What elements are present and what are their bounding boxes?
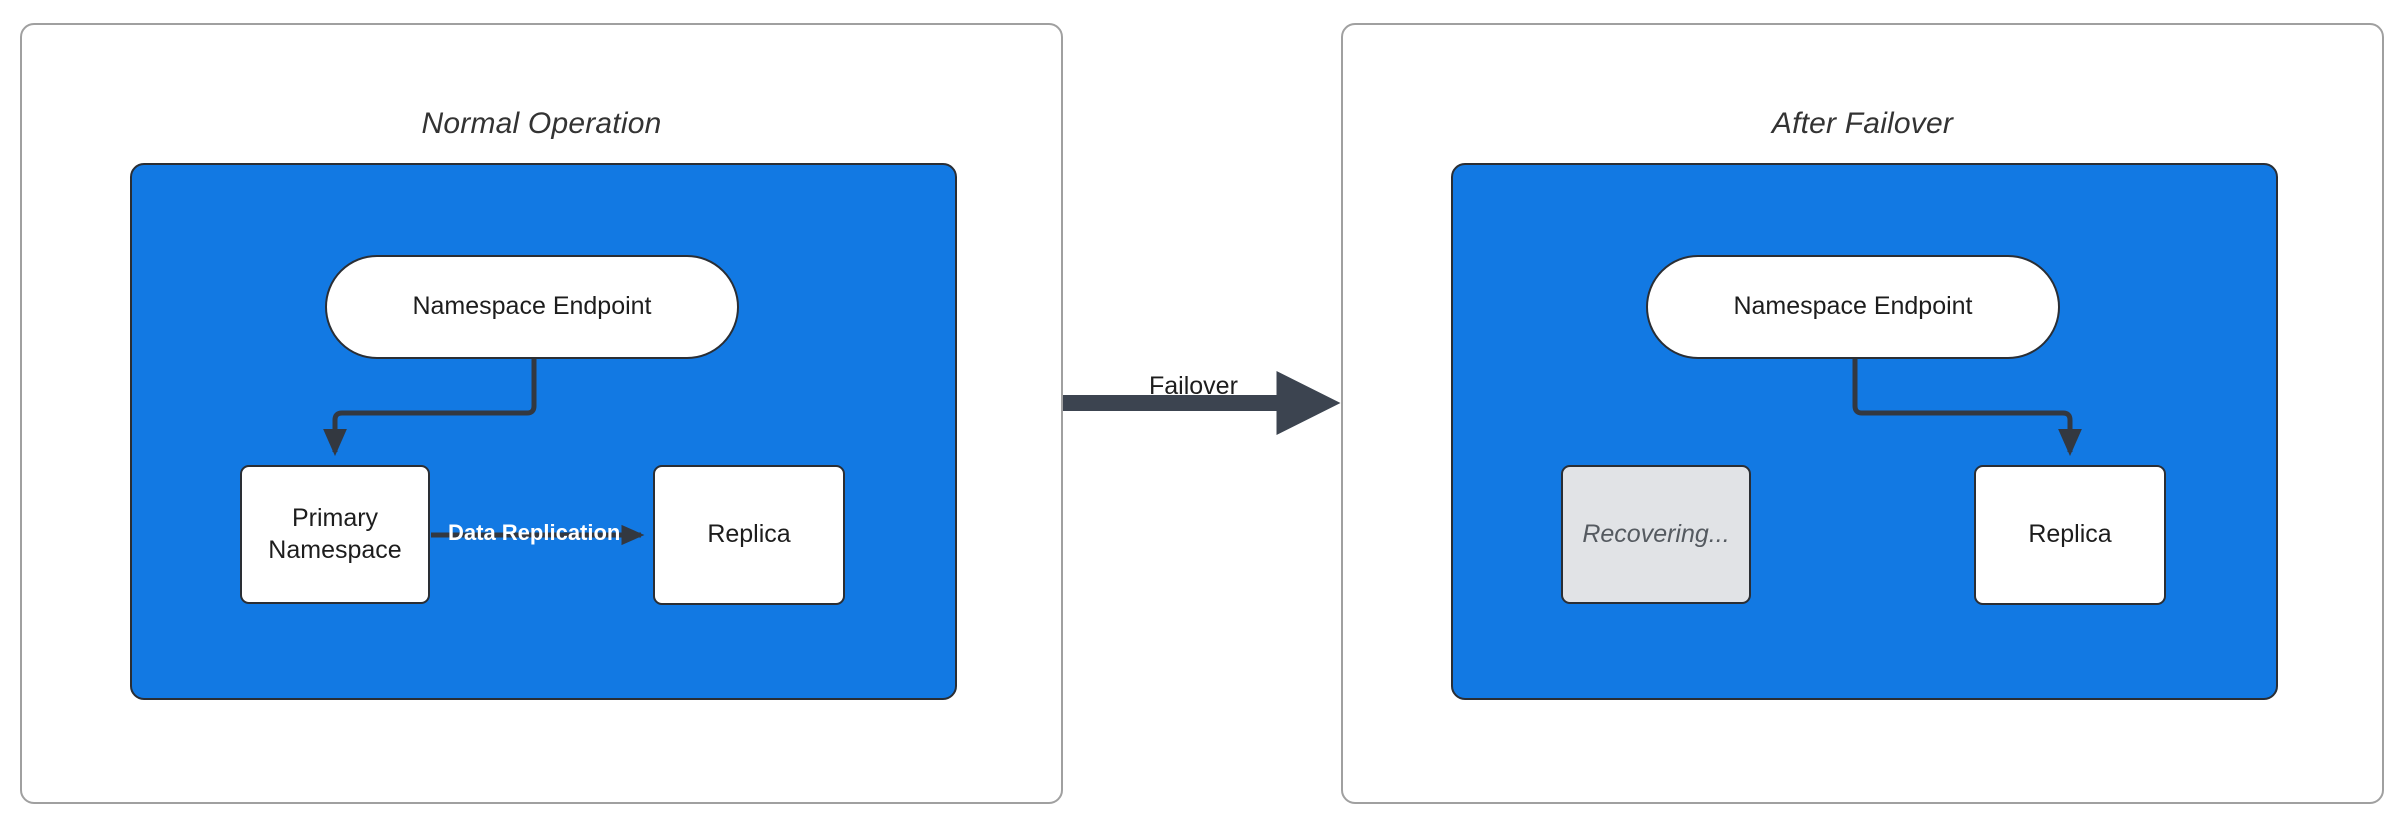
edge-label-failover: Failover (1149, 372, 1238, 400)
node-primary-namespace[interactable]: Primary Namespace (240, 465, 430, 604)
panel-title-after-failover: After Failover (1771, 107, 1954, 140)
node-replica-left[interactable]: Replica (653, 465, 845, 605)
node-recovering[interactable]: Recovering... (1561, 465, 1751, 604)
cluster-normal-operation (130, 163, 957, 700)
node-namespace-endpoint-right[interactable]: Namespace Endpoint (1646, 255, 2060, 359)
node-replica-right[interactable]: Replica (1974, 465, 2166, 605)
cluster-after-failover (1451, 163, 2278, 700)
node-namespace-endpoint-left[interactable]: Namespace Endpoint (325, 255, 739, 359)
edge-label-data-replication: Data Replication (448, 520, 621, 545)
panel-title-normal-operation: Normal Operation (421, 107, 662, 140)
